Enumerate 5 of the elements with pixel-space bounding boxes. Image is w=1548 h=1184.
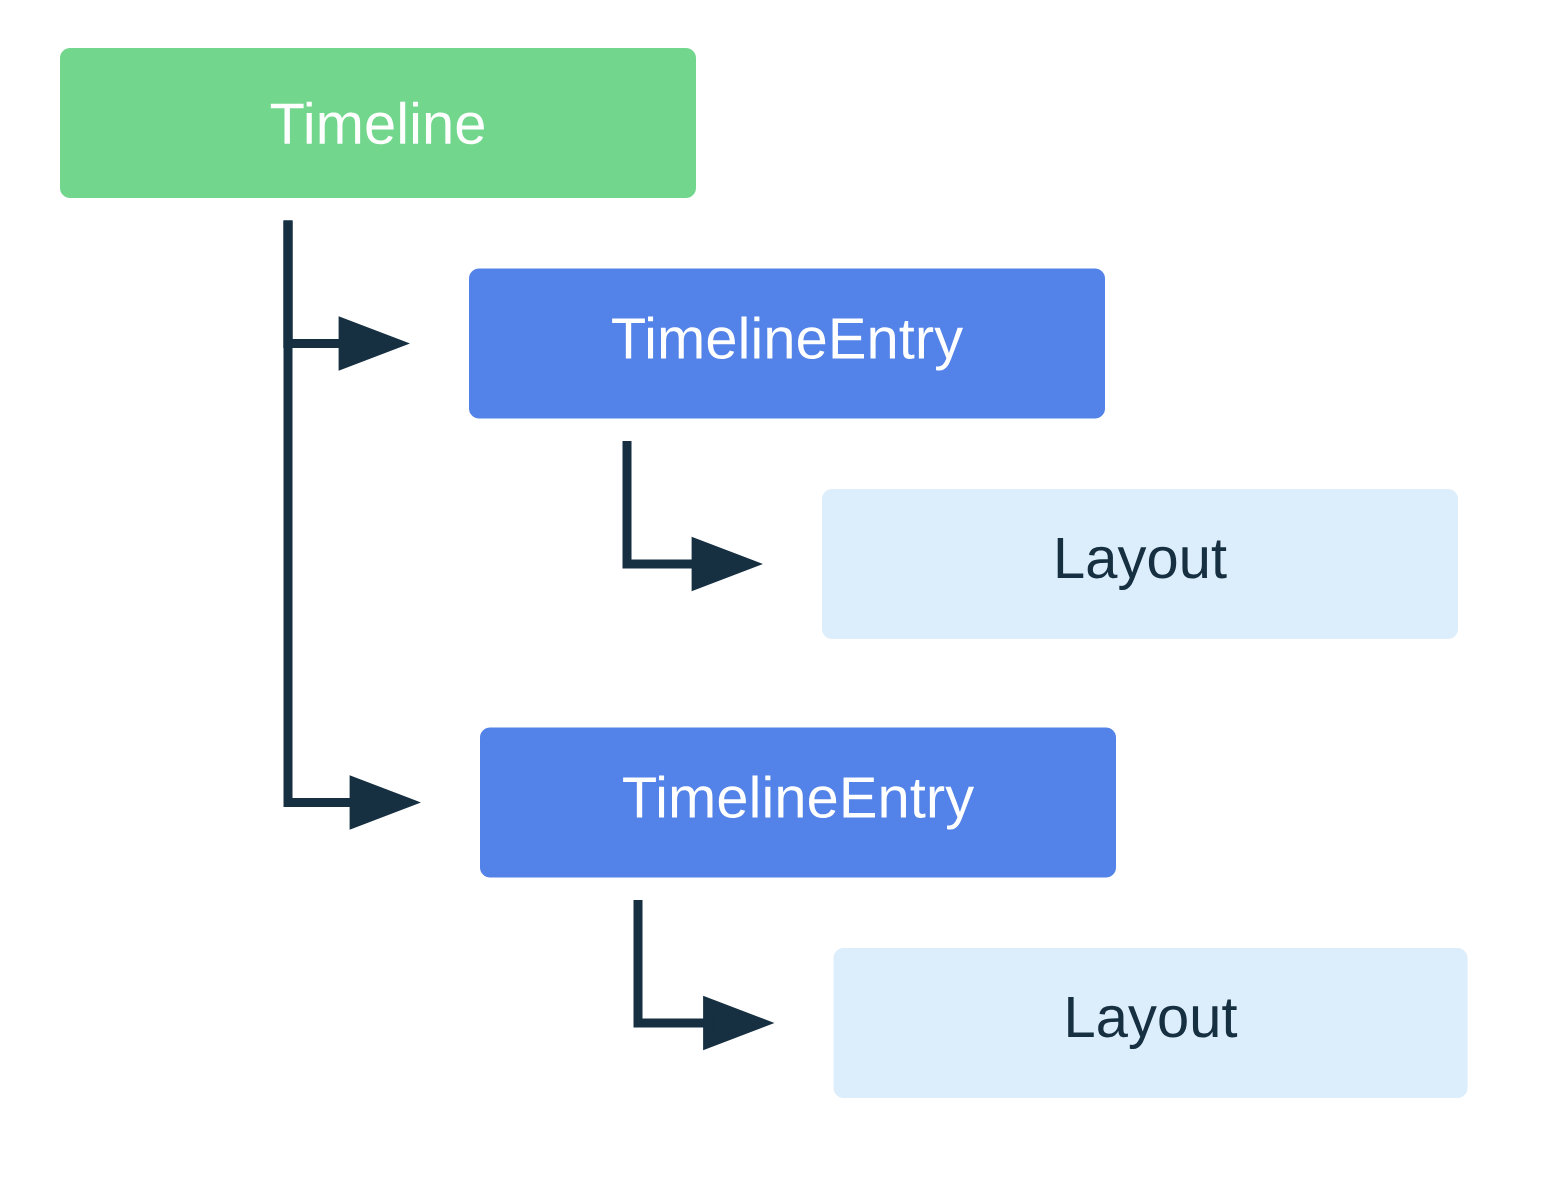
box: TimelineEntry bbox=[469, 268, 1105, 419]
box: TimelineEntry bbox=[480, 727, 1116, 878]
box: Layout bbox=[833, 948, 1468, 1098]
box: Layout bbox=[822, 489, 1458, 639]
box: Timeline bbox=[60, 48, 696, 198]
